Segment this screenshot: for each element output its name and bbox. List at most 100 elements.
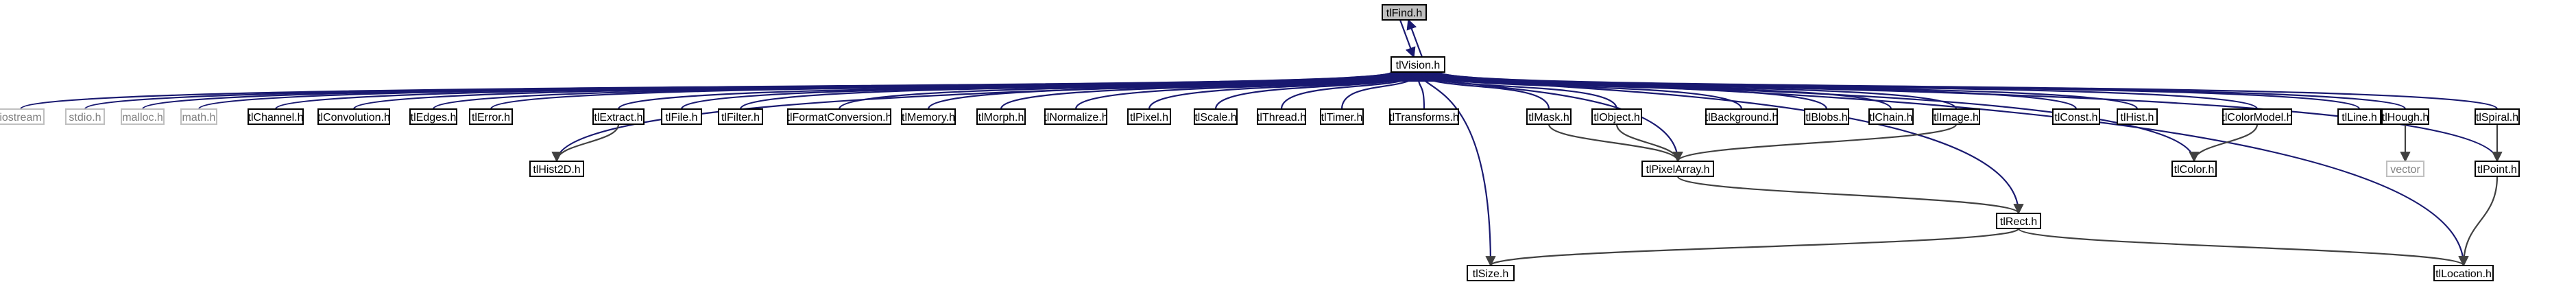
edge-line (1425, 71, 2020, 214)
node-label: tlMorph.h (978, 112, 1024, 124)
node-tl-pixel[interactable]: tlPixel.h (1127, 108, 1171, 125)
node-label: tlFormatConversion.h (787, 112, 892, 124)
node-box (787, 108, 891, 125)
node-box (1391, 56, 1445, 73)
node-box (2386, 161, 2424, 177)
node-label: tlMemory.h (902, 112, 955, 124)
node-tl-convolution[interactable]: tlConvolution.h (317, 108, 390, 125)
edge-tl-color-model-to-tl-color (2189, 124, 2259, 163)
node-tl-edges[interactable]: tlEdges.h (409, 108, 457, 125)
node-label: tlPixelArray.h (1646, 164, 1709, 176)
node-label: tlHist2D.h (533, 164, 580, 176)
node-tl-scale[interactable]: tlScale.h (1194, 108, 1238, 125)
node-malloc[interactable]: malloc.h (121, 108, 165, 125)
node-tl-morph[interactable]: tlMorph.h (976, 108, 1026, 125)
node-label: tlConvolution.h (317, 112, 390, 124)
node-tl-transforms[interactable]: tlTransforms.h (1389, 108, 1459, 125)
node-label: malloc.h (122, 112, 163, 124)
node-tl-file[interactable]: tlFile.h (661, 108, 702, 125)
node-tl-image[interactable]: tlImage.h (1932, 108, 1980, 125)
node-tl-mask[interactable]: tlMask.h (1526, 108, 1572, 125)
node-iostream[interactable]: iostream (0, 108, 45, 125)
node-label: vector (2390, 164, 2420, 176)
node-tl-timer[interactable]: tlTimer.h (1320, 108, 1364, 125)
node-tl-point[interactable]: tlPoint.h (2475, 161, 2520, 177)
node-box (469, 108, 513, 125)
edge-line (1548, 124, 1683, 163)
edge-tl-rect-to-tl-size (1485, 227, 2020, 267)
node-tl-extract[interactable]: tlExtract.h (592, 108, 645, 125)
node-box (976, 108, 1026, 125)
node-label: iostream (0, 112, 42, 124)
edge-line (1074, 71, 1417, 110)
edge-line (1399, 19, 1416, 58)
edge-line (551, 124, 620, 163)
node-tl-object[interactable]: tlObject.h (1591, 108, 1642, 125)
edge-tl-vision-to-tl-location (1434, 71, 2465, 266)
node-tl-error[interactable]: tlError.h (469, 108, 513, 125)
node-stdio[interactable]: stdio.h (65, 108, 105, 125)
node-tl-rect[interactable]: tlRect.h (1996, 213, 2041, 229)
node-tl-color[interactable]: tlColor.h (2171, 161, 2217, 177)
node-label: tlColorModel.h (2222, 112, 2292, 124)
node-tl-spiral[interactable]: tlSpiral.h (2475, 108, 2520, 125)
node-tl-background[interactable]: tlBackground.h (1705, 108, 1779, 125)
node-tl-channel[interactable]: tlChannel.h (248, 108, 304, 125)
node-box (1320, 108, 1364, 125)
edge-tl-image-to-tl-pixel-array (1672, 124, 1958, 163)
node-box (0, 108, 45, 125)
node-tl-line[interactable]: tlLine.h (2337, 108, 2381, 125)
edge-tl-point-to-tl-location (2458, 176, 2499, 267)
node-vector[interactable]: vector (2386, 161, 2424, 177)
node-tl-thread[interactable]: tlThread.h (1257, 108, 1306, 125)
node-label: tlFind.h (1386, 8, 1422, 19)
node-tl-filter[interactable]: tlFilter.h (718, 108, 763, 125)
edge-tl-vision-to-tl-size (1414, 71, 1492, 266)
node-box (2117, 108, 2158, 125)
edge-tl-vision-to-tl-thread (1280, 71, 1421, 110)
edge-line (1672, 124, 1958, 163)
node-box (661, 108, 702, 125)
edge-tl-pixel-array-to-tl-rect (1676, 175, 2024, 215)
node-label: tlExtract.h (594, 112, 642, 124)
node-tl-pixel-array[interactable]: tlPixelArray.h (1641, 161, 1714, 177)
node-box (901, 108, 956, 125)
node-box (2475, 161, 2520, 177)
node-math[interactable]: math.h (180, 108, 217, 125)
node-label: tlImage.h (1934, 112, 1979, 124)
node-label: tlTimer.h (1321, 112, 1363, 124)
edge-tl-vision-to-tl-morph (1000, 71, 1415, 110)
node-tl-hist2d[interactable]: tlHist2D.h (529, 161, 584, 177)
node-label: tlMask.h (1528, 112, 1569, 124)
node-tl-vision[interactable]: tlVision.h (1391, 56, 1445, 73)
node-tl-location[interactable]: tlLocation.h (2433, 265, 2494, 281)
node-tl-format-conversion[interactable]: tlFormatConversion.h (787, 108, 892, 125)
node-tl-color-model[interactable]: tlColorModel.h (2222, 108, 2293, 125)
node-tl-hough[interactable]: tlHough.h (2381, 108, 2429, 125)
edge-line (2189, 124, 2259, 163)
node-label: tlRect.h (2000, 216, 2037, 228)
node-tl-hist[interactable]: tlHist.h (2117, 108, 2158, 125)
node-label: tlSize.h (1473, 268, 1508, 280)
node-box (2381, 108, 2429, 125)
node-box (1868, 108, 1914, 125)
node-box (592, 108, 645, 125)
node-tl-chain[interactable]: tlChain.h (1868, 108, 1914, 125)
node-tl-find[interactable]: tlFind.h (1382, 4, 1427, 21)
node-tl-normalize[interactable]: tlNormalize.h (1044, 108, 1108, 125)
edge-tl-find-to-tl-vision (1399, 19, 1416, 58)
node-tl-const[interactable]: tlConst.h (2052, 108, 2100, 125)
node-label: tlSpiral.h (2476, 112, 2518, 124)
edge-tl-vision-to-tl-hist2d (555, 71, 1406, 162)
edge-line (1428, 71, 2195, 162)
node-box (1705, 108, 1778, 125)
node-box (529, 161, 584, 177)
node-tl-size[interactable]: tlSize.h (1467, 265, 1515, 281)
node-tl-memory[interactable]: tlMemory.h (901, 108, 956, 125)
node-tl-blobs[interactable]: tlBlobs.h (1804, 108, 1849, 125)
node-label: stdio.h (69, 112, 101, 124)
node-box (2433, 265, 2494, 281)
node-label: tlBlobs.h (1805, 112, 1847, 124)
node-label: tlBackground.h (1705, 112, 1779, 124)
node-box (2475, 108, 2520, 125)
